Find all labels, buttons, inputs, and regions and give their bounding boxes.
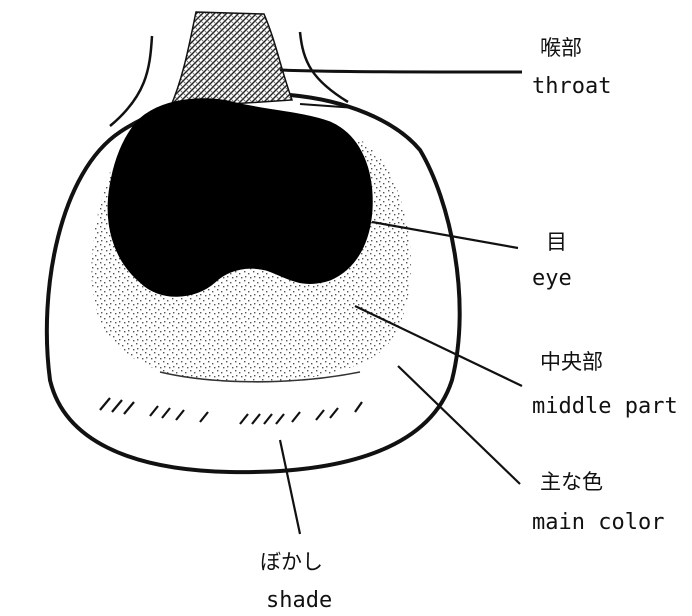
shade-label-en: shade (266, 590, 332, 612)
eye-region (108, 99, 372, 297)
throat-region (170, 12, 292, 108)
throat-label-jp: 喉部 (540, 38, 582, 59)
main-color-leader (398, 366, 520, 484)
main-color-label-jp: 主な色 (540, 472, 603, 493)
eye-label-jp: 目 (546, 232, 567, 253)
shade-leader (280, 440, 300, 534)
tube-left-line (110, 36, 152, 126)
middle-part-label-jp: 中央部 (540, 352, 603, 373)
middle-part-label-en: middle part (532, 396, 678, 418)
eye-label-en: eye (532, 268, 572, 290)
throat-leader (280, 70, 522, 72)
shade-strokes (100, 398, 362, 424)
shade-label-jp: ぼかし (260, 552, 323, 573)
tube-right-line (300, 32, 348, 102)
main-color-label-en: main color (532, 512, 664, 534)
throat-label-en: throat (532, 76, 611, 98)
